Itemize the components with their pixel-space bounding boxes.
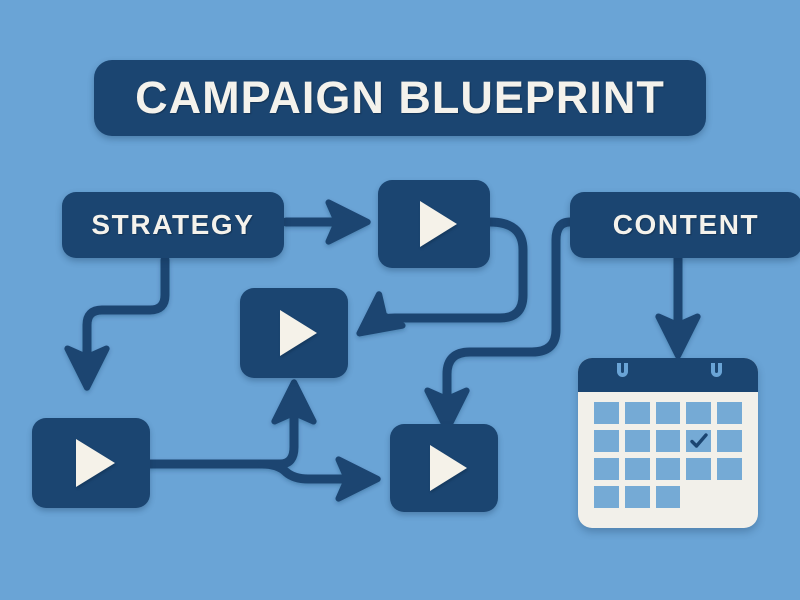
play-icon [420,201,457,247]
play-node-bottom-right[interactable] [390,424,498,512]
calendar-cell-checked[interactable] [686,430,712,452]
calendar-cell[interactable] [624,430,650,452]
calendar-ring-right [709,358,722,377]
calendar-cell[interactable] [655,402,681,424]
calendar-cell[interactable] [686,458,712,480]
checkmark-icon [690,433,709,448]
calendar-cell-empty [686,486,711,508]
calendar-cell[interactable] [624,402,650,424]
calendar-cell[interactable] [594,458,619,480]
strategy-label: STRATEGY [91,209,255,240]
play-node-middle[interactable] [240,288,348,378]
calendar-cell[interactable] [594,486,619,508]
calendar-cell[interactable] [717,402,742,424]
calendar-header [578,358,758,392]
play-icon [430,445,467,491]
calendar-ring-left [615,358,628,377]
play-node-bottom-left[interactable] [32,418,150,508]
calendar-cell[interactable] [594,430,619,452]
calendar-cell[interactable] [594,402,619,424]
play-icon [76,439,115,487]
calendar-cell[interactable] [717,430,742,452]
wire-play-bottom-left-to-play-mid [257,379,317,469]
content-node[interactable]: CONTENT [570,192,800,258]
wire-strategy-to-play-bottom-left [64,255,170,391]
calendar-cell[interactable] [655,486,681,508]
calendar-grid [594,402,742,508]
wire-play-bottom-left-to-play-bottom-right [257,456,381,502]
calendar-icon[interactable] [578,358,758,528]
calendar-cell[interactable] [655,430,681,452]
strategy-node[interactable]: STRATEGY [62,192,284,258]
title-banner: CAMPAIGN BLUEPRINT [94,60,706,136]
page-title: CAMPAIGN BLUEPRINT [135,72,665,123]
calendar-cell[interactable] [686,402,712,424]
play-node-top[interactable] [378,180,490,268]
calendar-cell[interactable] [624,458,650,480]
calendar-cell[interactable] [717,458,742,480]
wire-play-top-to-play-mid [356,217,528,337]
play-icon [280,310,317,356]
calendar-cell[interactable] [655,458,681,480]
content-label: CONTENT [612,209,760,240]
calendar-cell-empty [717,486,742,508]
calendar-cell[interactable] [624,486,650,508]
wire-content-to-play-bottom-right [424,217,575,433]
